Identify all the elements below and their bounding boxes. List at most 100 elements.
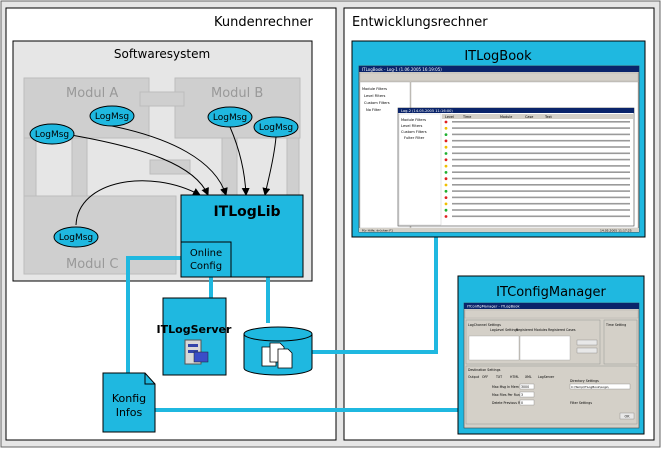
database-top [243,326,313,342]
logbook-row-text [452,133,630,136]
logbook-row-level-icon [444,196,448,200]
configmanager-filter-label: Filter Settings [570,401,592,405]
configmanager-channel-group [465,319,601,365]
configmanager-output-txt: TXT [495,375,502,379]
entwicklungsrechner-label: Entwicklungsrechner [352,15,488,30]
logbook-tree-item-1: Module Filters [362,87,387,91]
configmanager-set-button[interactable] [576,339,598,346]
document-3 [277,348,293,369]
logbook-status-left: Für Hilfe, drücken F1 [362,229,393,233]
log-files-database [243,326,313,376]
configmanager-dest-group [465,365,638,425]
connector-left [23,137,37,197]
logbook-row-text [452,196,630,199]
logbook-col-level: Level [445,115,454,119]
configmanager-ok-label: OK [625,415,631,419]
konfig-dogear [144,373,155,385]
logmsg-label-5: LogMsg [59,233,93,243]
logbook-row-text [452,121,630,123]
connector-b-mid [221,137,238,197]
modul-b-label: Modul B [211,86,263,101]
logmsg-arrow-3 [229,126,250,196]
configmanager-field-label-2: Max Files Per Run [492,393,520,397]
logbook-inner-tree-4: Fulter Filter [404,136,425,140]
itloglib-title: ITLogLib [213,204,280,220]
kundenrechner-label: Kundenrechner [214,15,314,30]
configmanager-tab-2: LogLevel Settings [490,328,519,332]
configmanager-field-label-1: Max Msg In Mem [492,385,519,389]
logbook-toolbar [359,72,639,82]
configmanager-window-title: ITConfigManager - ITLogBook [467,305,520,309]
logbook-row-level-icon [444,145,448,149]
logbook-row-text [452,146,630,148]
configmanager-tab-3: Registered Modules [516,328,548,332]
configmanager-tab-4: Registered Cases [548,328,576,332]
logmsg-label-2: LogMsg [95,112,129,122]
logbook-col-time: Time [462,115,471,119]
online-config-line2: Config [190,261,222,272]
configmanager-field-3[interactable] [519,399,535,406]
itlogserver-box [162,297,227,376]
configmanager-field-1[interactable] [519,383,535,390]
configmanager-dir-label: Directory Settings [570,379,599,383]
logbook-row-level-icon [444,202,448,206]
logmsg-arrow-2 [111,125,228,196]
logmsg-arrow-1 [70,134,209,196]
connector-ab [139,91,185,107]
logbook-row-text [452,158,630,161]
logbook-row-text [452,209,630,211]
logmsg-bubble-1 [29,123,75,145]
connector-right [286,137,300,197]
logbook-tree-item-4: No Filter [366,108,381,112]
connector-center [149,159,191,175]
server-icon [184,339,209,365]
itlogserver-title: ITLogServer [157,323,232,336]
configmanager-tab-1: LogChannel Settings [468,323,501,327]
server-slot-1 [188,344,198,347]
logbook-column-header [442,114,633,119]
logbook-row-text [452,152,630,155]
logmsg-label-4: LogMsg [259,123,293,133]
configmanager-output-logserver: LogServer [538,375,555,379]
logbook-row-level-icon [444,126,448,130]
configmanager-dir-field[interactable] [569,383,631,390]
configmanager-output-xml: XML [525,375,532,379]
configmanager-time-group [603,319,638,365]
logmsg-bubbles: LogMsg LogMsg LogMsg LogMsg LogMsg [29,105,299,248]
logbook-col-text: Text [544,115,553,119]
logbook-row-level-icon [444,139,448,143]
configmanager-field-value-1: 3000 [521,385,529,389]
logbook-row-text [452,165,630,167]
logbook-row-text [452,127,630,129]
configmanager-dest-label: Destination Settings [468,368,501,372]
logmsg-label-1: LogMsg [35,130,69,140]
logbook-inner-tree-3: Custom Filters [401,130,427,134]
logmsg-bubble-3 [207,106,253,128]
configmanager-field-2[interactable] [519,391,535,398]
logbook-col-module: Module [500,115,512,119]
configmanager-output-off: OFF [482,375,488,379]
configmanager-remove-button[interactable] [576,347,598,354]
konfig-line1: Konfig [112,392,146,405]
configmanager-output-html: HTML [510,375,519,379]
itconfigmanager-title: ITConfigManager [496,285,606,300]
itlogbook-title: ITLogBook [464,49,532,64]
logmsg-bubble-2 [89,105,135,127]
logbook-row-level-icon [444,152,448,155]
logbook-titlebar [359,66,639,72]
configmanager-ok-button[interactable] [619,412,635,420]
server-slot-2 [188,350,198,353]
logmsg-arrow-4 [262,136,277,196]
configmanager-time-label: Time Setting [605,323,626,327]
konfig-line2: Infos [116,406,143,419]
configmanager-list-2 [519,335,571,361]
logbook-row-text [452,202,630,205]
logbook-row-level-icon [444,177,448,181]
online-config-box [180,241,232,278]
logbook-statusbar [359,228,639,232]
configmanager-titlebar [464,303,639,309]
logmsg-arrows [70,125,277,226]
softwaresystem-title: Softwaresystem [114,47,210,61]
logbook-status-right: 14.05.2005 11:17:25 [600,229,632,233]
